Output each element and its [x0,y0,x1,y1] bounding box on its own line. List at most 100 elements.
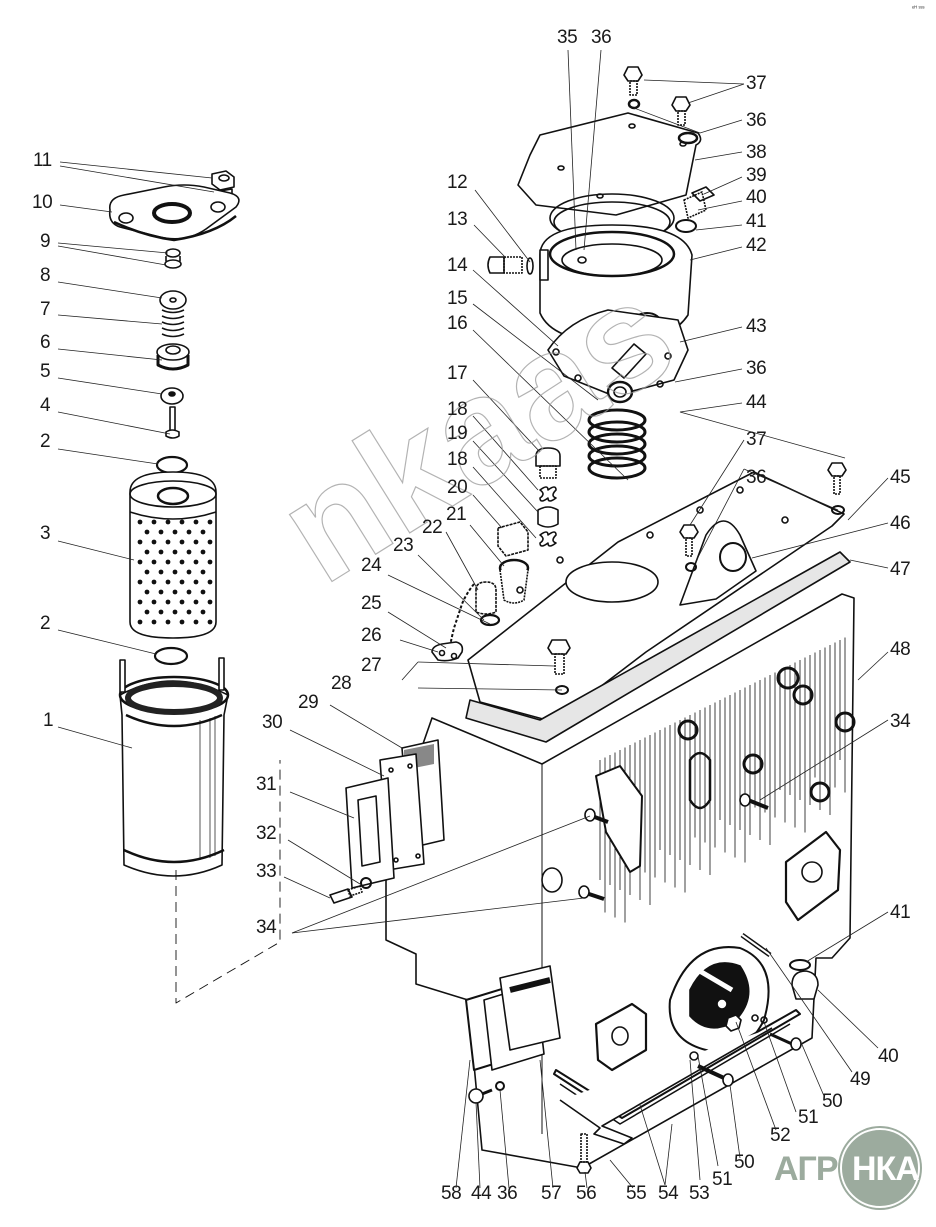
valve-nut-9 [164,248,182,269]
callout-30: 30 [262,712,283,733]
perforation-hole [179,519,185,525]
callout-22: 22 [422,517,443,538]
perforation-hole [179,559,185,565]
perforation-hole [151,619,157,625]
callout-46: 46 [890,513,911,534]
plug-17 [535,447,561,479]
nozzle-15 [606,343,647,404]
callout-5: 5 [40,361,51,382]
perforation-hole [200,529,206,535]
callout-19: 19 [447,423,468,444]
perforation-hole [151,579,157,585]
callout-36: 36 [746,110,767,131]
perforation-hole [172,589,178,595]
perforation-hole [165,559,171,565]
perforation-hole [179,599,185,605]
perforation-hole [158,589,164,595]
perforation-hole [186,589,192,595]
spring-16 [587,408,647,480]
perforation-hole [137,619,143,625]
callout-16: 16 [447,313,468,334]
gasket-47 [465,551,851,743]
callout-9: 9 [40,231,51,252]
pin-49 [740,932,772,958]
callout-27: 27 [361,655,382,676]
plunger-19 [537,506,559,528]
callout-2: 2 [40,613,51,634]
callout-51: 51 [712,1169,733,1190]
bolt-33 [329,885,363,904]
callout-57: 57 [541,1183,562,1204]
callout-37: 37 [746,429,767,450]
callout-15: 15 [447,288,468,309]
washer-32 [360,877,372,889]
callout-8: 8 [40,265,51,286]
perforation-hole [158,609,164,615]
callout-42: 42 [746,235,767,256]
valve-ball-5 [160,387,184,405]
perforation-hole [186,569,192,575]
perforation-hole [144,569,150,575]
perforation-hole [165,539,171,545]
plate-bolt-44 [827,462,847,515]
callout-1: 1 [43,710,54,731]
logo-circle: НКА [840,1128,920,1208]
callout-41: 41 [746,211,767,232]
corner-mark: ᵉᴴ ˢˢˢ [912,6,925,12]
plug-20 [497,521,529,557]
callout-4: 4 [40,395,51,416]
perforation-hole [207,519,213,525]
seal-18b [539,531,557,547]
callout-3: 3 [40,523,51,544]
perforation-hole [144,529,150,535]
pan-gasket-55 [559,1027,773,1145]
perforation-hole [186,609,192,615]
perforation-hole [137,559,143,565]
lock-washer-36a [627,98,641,110]
callout-51: 51 [798,1107,819,1128]
perforation-hole [207,579,213,585]
perforation-hole [158,549,164,555]
callout-40: 40 [878,1046,899,1067]
bolt-44b [468,1088,493,1104]
callout-43: 43 [746,316,767,337]
callout-13: 13 [447,209,468,230]
callout-12: 12 [447,172,468,193]
perforation-hole [165,599,171,605]
callout-6: 6 [40,332,51,353]
callout-34: 34 [256,917,277,938]
cover-plate-38 [517,112,702,216]
perforation-hole [193,579,199,585]
callout-58: 58 [441,1183,462,1204]
agronka-logo: АГРО НКА [774,1128,924,1208]
valve-spring-7 [161,309,185,338]
callout-25: 25 [361,593,382,614]
callout-7: 7 [40,299,51,320]
callout-47: 47 [890,559,911,580]
perforation-hole [193,559,199,565]
cover-bolt-37b [671,96,691,126]
callout-28: 28 [331,673,352,694]
perforation-hole [179,579,185,585]
perforation-hole [144,589,150,595]
seal-18a [539,486,557,502]
perforation-hole [137,539,143,545]
callout-2: 2 [40,431,51,452]
callout-36: 36 [497,1183,518,1204]
perforation-hole [193,619,199,625]
callout-36: 36 [746,358,767,379]
perforation-hole [193,519,199,525]
callout-31: 31 [256,774,277,795]
callout-32: 32 [256,823,277,844]
breather-22 [475,581,497,615]
perforation-hole [193,599,199,605]
callout-53: 53 [689,1183,710,1204]
perforation-hole [200,569,206,575]
callout-40: 40 [746,187,767,208]
drain-bolt-56 [576,1133,592,1174]
callout-24: 24 [361,555,382,576]
callout-45: 45 [890,467,911,488]
perforation-hole [137,579,143,585]
gasket-57 [483,965,561,1071]
